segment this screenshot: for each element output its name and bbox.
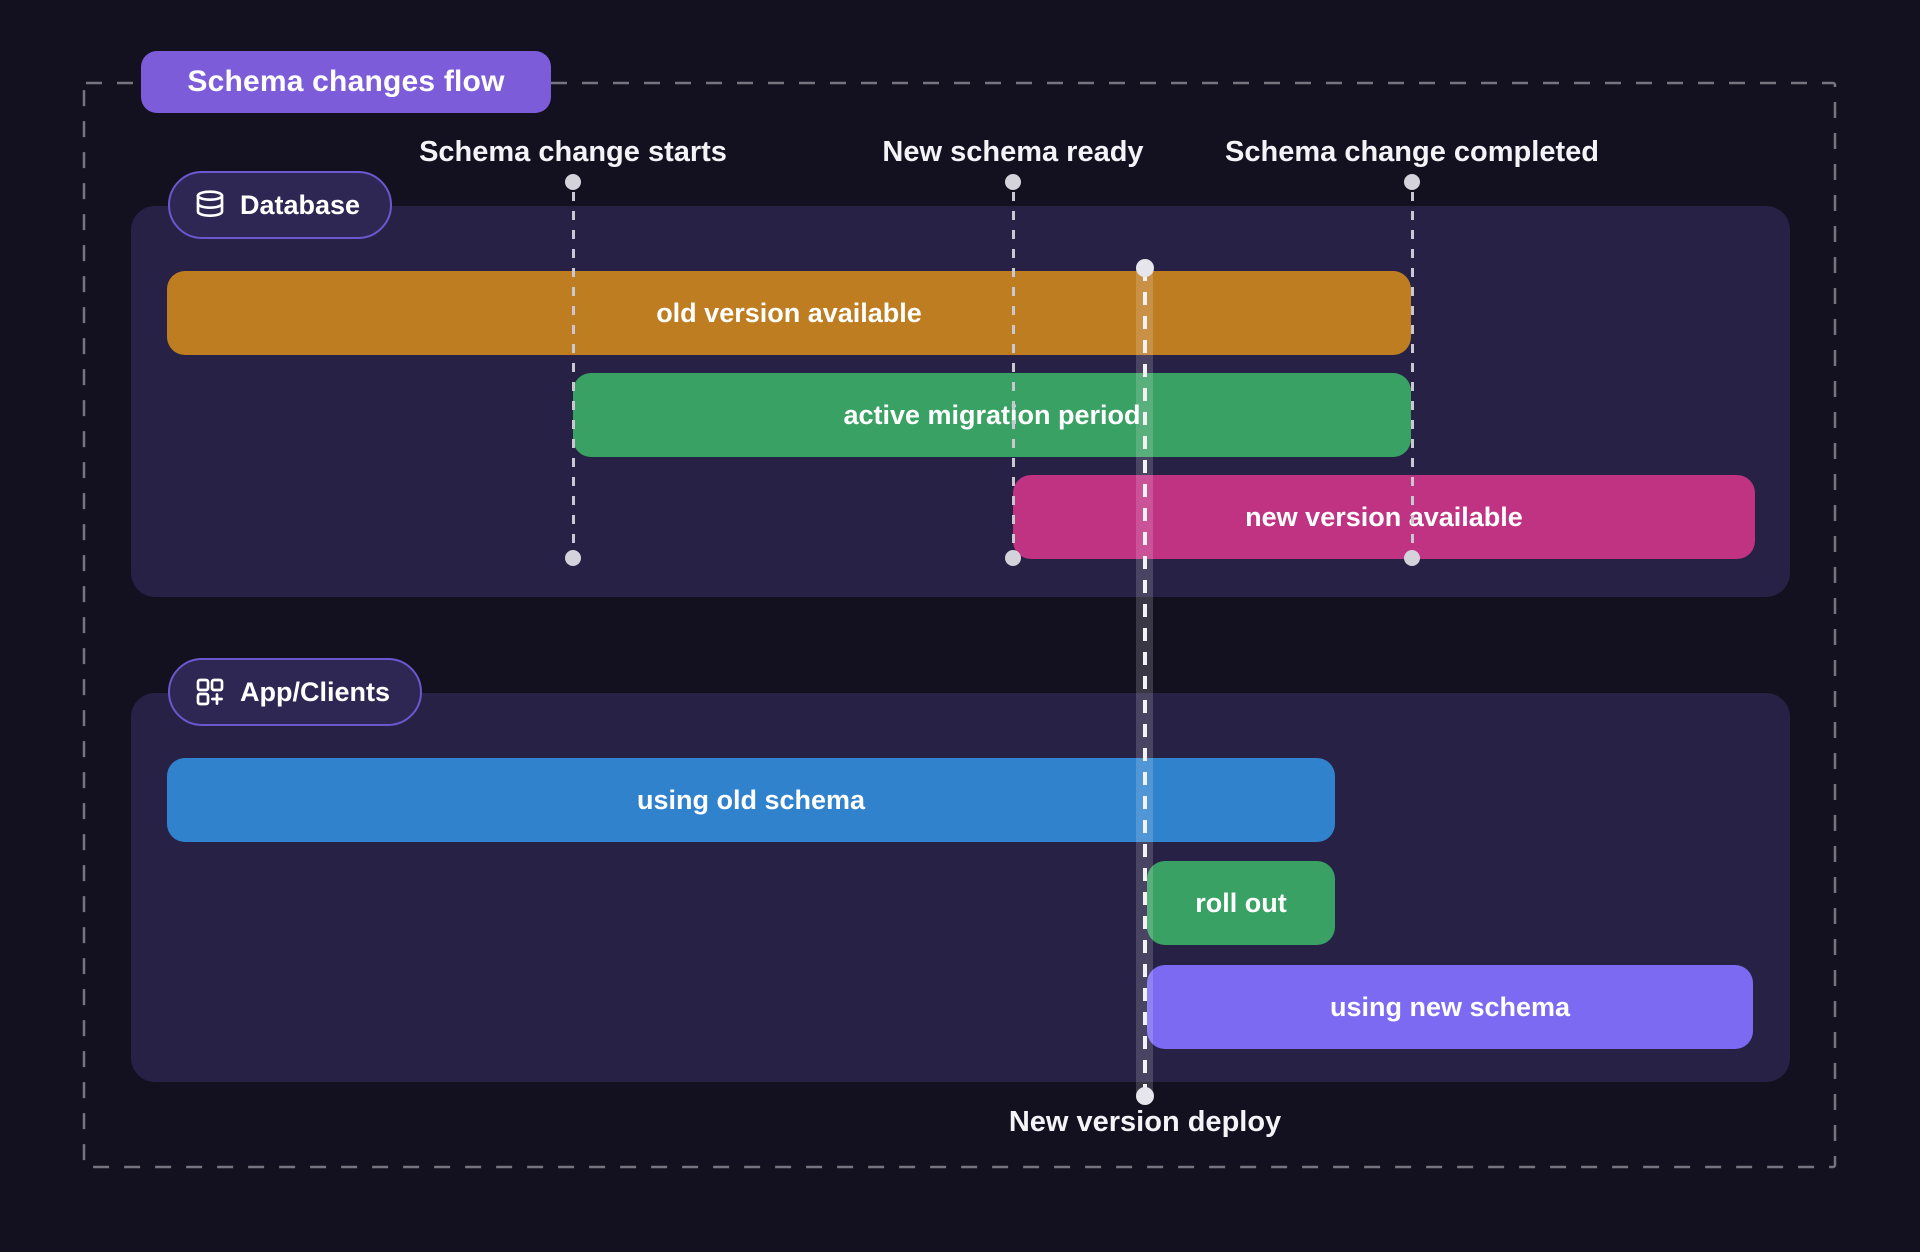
bar-label-old-version-available: old version available: [656, 297, 922, 328]
database-lane-label: Database: [240, 189, 361, 220]
milestone-label-schema-change-completed: Schema change completed: [1225, 136, 1599, 168]
diagram-title-badge: Schema changes flow: [141, 51, 551, 113]
milestone-top-dot-schema-change-completed: [1404, 174, 1420, 190]
milestone-bottom-dot-schema-change-starts: [565, 550, 581, 566]
bar-label-roll-out: roll out: [1195, 887, 1287, 918]
bar-label-new-version-available: new version available: [1245, 501, 1523, 532]
milestone-top-dot-new-schema-ready: [1005, 174, 1021, 190]
bar-label-using-old-schema: using old schema: [636, 784, 866, 815]
bar-using-old-schema: using old schema: [167, 758, 1335, 842]
diagram-title: Schema changes flow: [187, 65, 505, 98]
milestone-label-new-schema-ready: New schema ready: [882, 136, 1144, 168]
new-version-deploy-line: [1143, 268, 1147, 1096]
apps-plus-icon: [196, 678, 224, 706]
app-clients-lane-label: App/Clients: [240, 676, 391, 707]
bar-active-migration-period: active migration period: [573, 373, 1411, 457]
milestone-bottom-dot-schema-change-completed: [1404, 550, 1420, 566]
bar-old-version-available: old version available: [167, 271, 1411, 355]
milestone-line-new-schema-ready: [1011, 192, 1015, 550]
bar-using-new-schema: using new schema: [1147, 965, 1753, 1049]
database-lane-badge: Database: [168, 171, 393, 239]
milestone-line-schema-change-completed: [1410, 192, 1414, 550]
bar-new-version-available: new version available: [1013, 475, 1755, 559]
bar-roll-out: roll out: [1147, 861, 1335, 945]
database-icon: [196, 190, 224, 217]
new-version-deploy-top-dot: [1136, 259, 1154, 277]
milestone-line-schema-change-starts: [571, 192, 575, 550]
milestone-label-schema-change-starts: Schema change starts: [419, 136, 727, 168]
bar-label-using-new-schema: using new schema: [1329, 991, 1571, 1022]
bar-label-active-migration-period: active migration period: [843, 399, 1141, 430]
new-version-deploy-label: New version deploy: [1008, 1106, 1282, 1138]
milestone-bottom-dot-new-schema-ready: [1005, 550, 1021, 566]
new-version-deploy-bottom-dot: [1136, 1087, 1154, 1105]
app-clients-lane-badge: App/Clients: [168, 658, 423, 726]
milestone-top-dot-schema-change-starts: [565, 174, 581, 190]
